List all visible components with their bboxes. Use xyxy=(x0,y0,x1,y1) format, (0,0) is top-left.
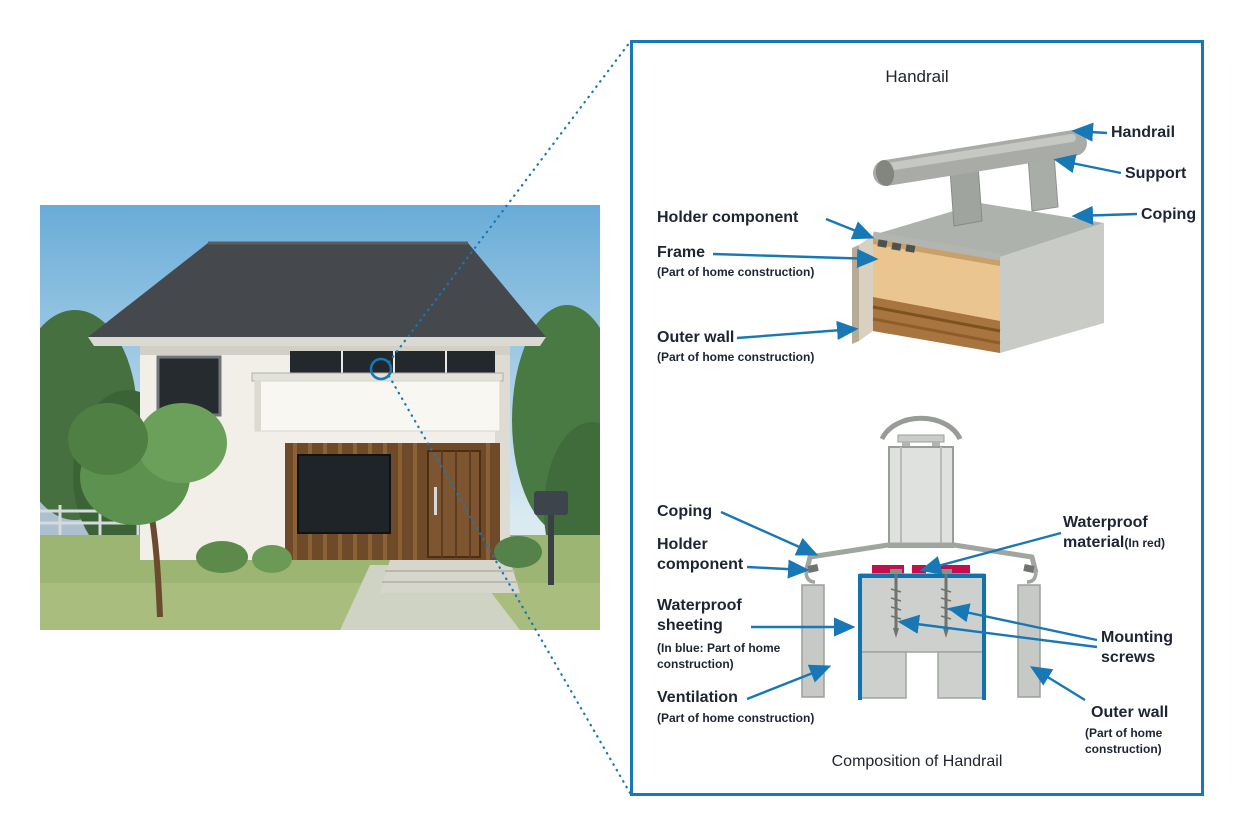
label-frame-sub: (Part of home construction) xyxy=(657,265,815,279)
coping-front-face xyxy=(1000,223,1104,353)
steps xyxy=(380,560,520,593)
outer-wall-layer xyxy=(859,235,873,341)
label-coping-top: Coping xyxy=(1141,206,1197,223)
label-waterproof-sheeting: Waterproof sheeting xyxy=(657,597,742,635)
handrail-cross-section-illustration xyxy=(801,415,1041,700)
house-photo xyxy=(40,205,600,630)
label-ventilation: Ventilation xyxy=(657,689,738,706)
label-outer-wall-top-sub: (Part of home construction) xyxy=(657,350,815,364)
holder-clip-left xyxy=(807,564,819,573)
label-outer-wall-bottom: Outer wall xyxy=(1091,704,1169,721)
mailbox-post xyxy=(548,505,554,585)
lower-window xyxy=(297,454,391,534)
label-outer-wall-bottom-sub: (Part of home construction) xyxy=(1085,726,1163,756)
handrail-detail-panel: Handrail xyxy=(630,40,1204,796)
label-handrail: Handrail xyxy=(1111,124,1176,141)
waterproof-material xyxy=(872,565,970,574)
wood-facade xyxy=(285,443,500,560)
label-holder-bottom: Holder component xyxy=(657,536,744,574)
mailbox xyxy=(534,491,568,515)
coping-lip xyxy=(872,231,1001,261)
label-ventilation-sub: (Part of home construction) xyxy=(657,711,815,725)
outer-wall-left xyxy=(801,584,825,698)
label-mounting-screws: Mounting screws xyxy=(1101,629,1173,667)
label-support: Support xyxy=(1125,165,1187,182)
outer-wall-right xyxy=(1017,584,1041,698)
balcony xyxy=(251,372,504,432)
label-frame: Frame xyxy=(657,244,706,261)
label-outer-wall-top: Outer wall xyxy=(657,329,735,346)
label-waterproof-material: Waterproof material(In red) xyxy=(1063,514,1166,552)
panel-caption: Composition of Handrail xyxy=(831,753,1003,770)
foreground-plants xyxy=(68,403,568,618)
support-column xyxy=(888,446,954,548)
rail-profile xyxy=(879,415,963,441)
handrail-bar xyxy=(873,130,1087,186)
inner-wall xyxy=(859,573,985,699)
label-waterproof-sheeting-sub: (In blue: Part of home construction) xyxy=(657,641,781,671)
door-handle xyxy=(434,487,437,515)
handrail-cutaway-illustration xyxy=(852,130,1104,353)
panel-title: Handrail xyxy=(885,67,949,86)
label-coping-bottom: Coping xyxy=(657,503,713,520)
label-waterproof-material-sub: (In red) xyxy=(1124,536,1166,551)
label-holder-top: Holder component xyxy=(657,209,799,226)
holder-components xyxy=(877,239,916,253)
